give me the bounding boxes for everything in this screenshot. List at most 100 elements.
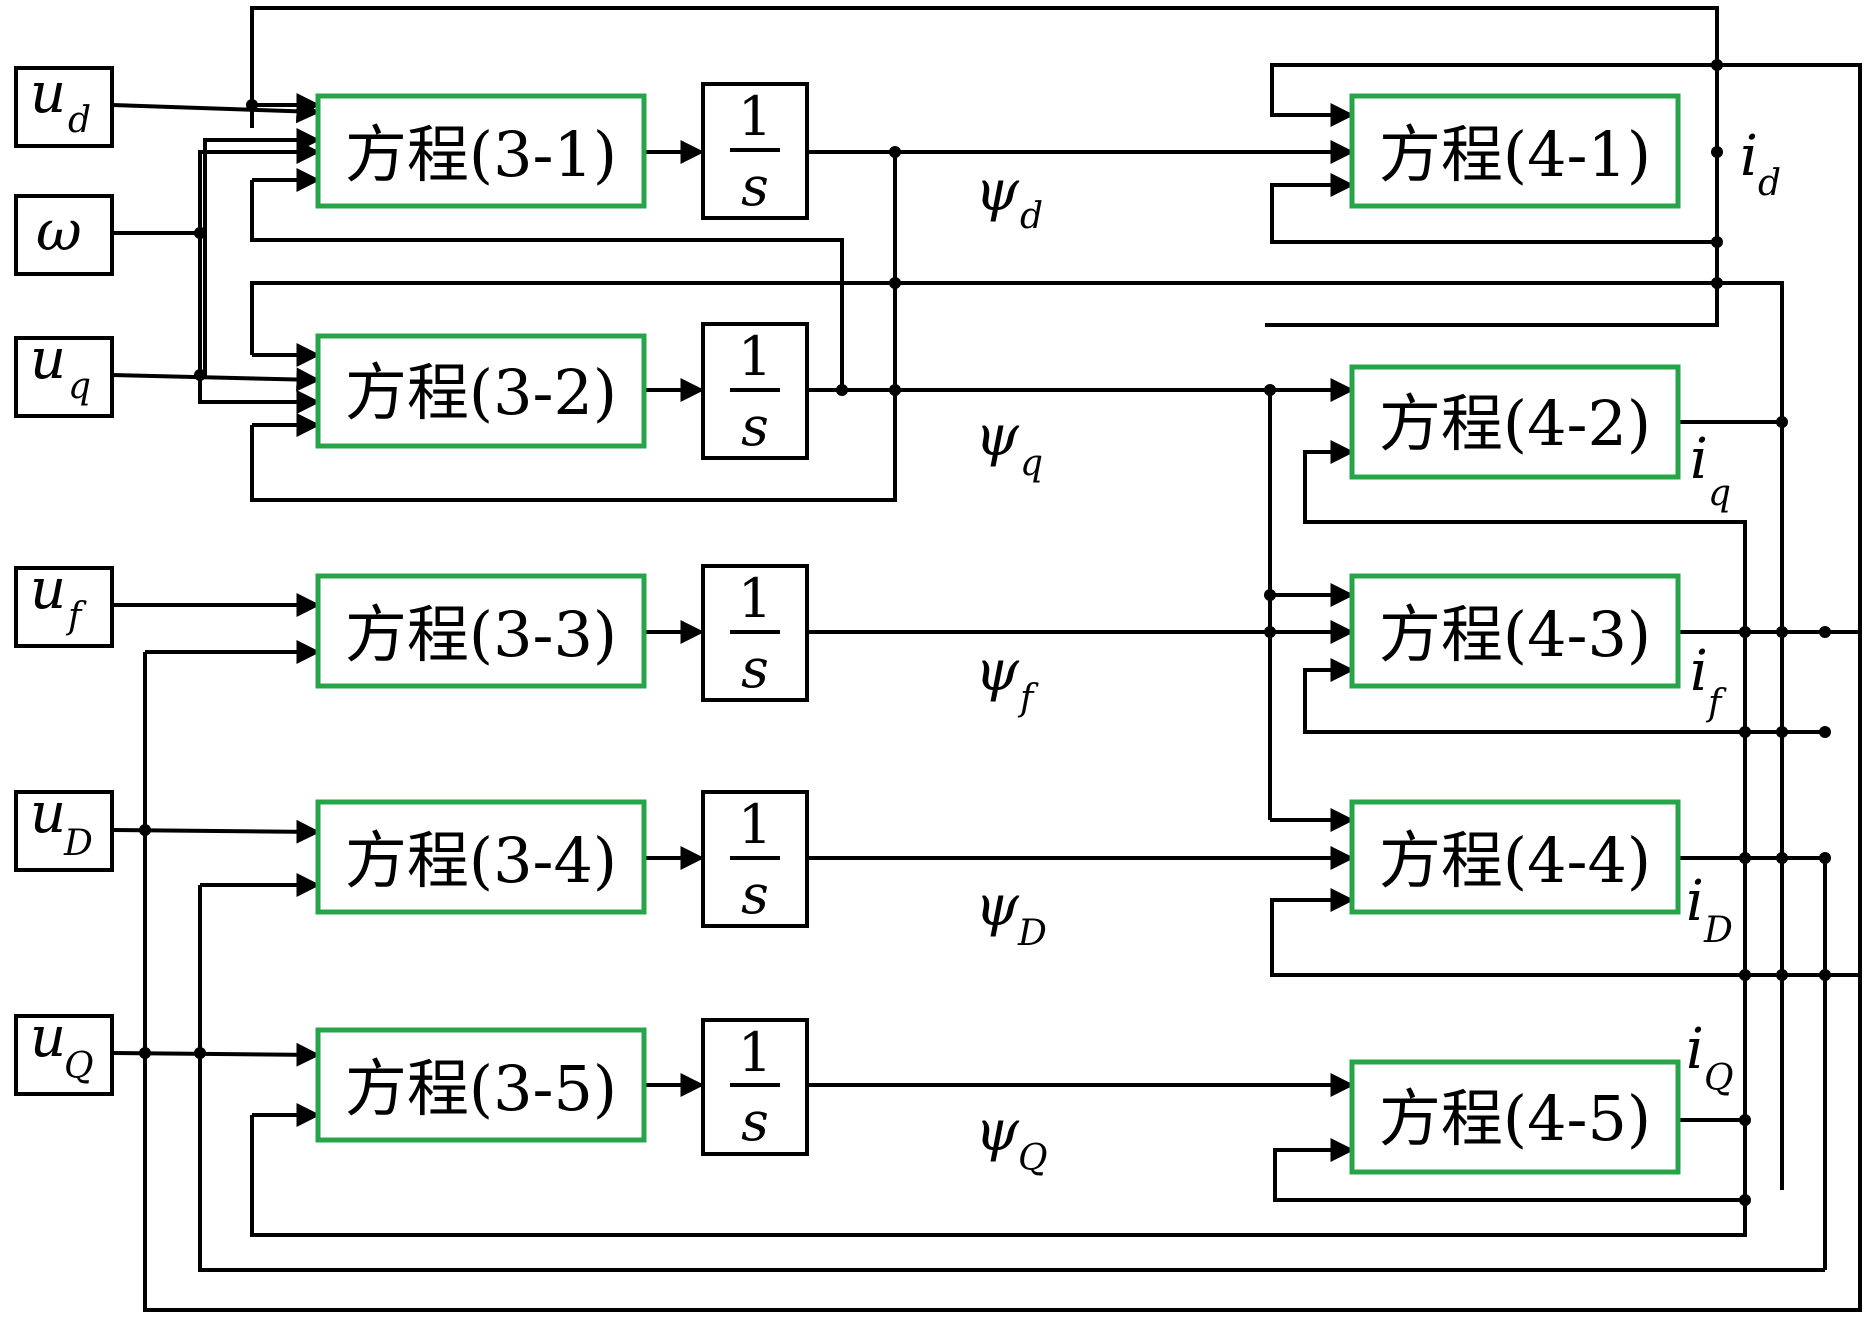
integrator-4-numerator: 1 [738,793,772,856]
input-ud-main: u [30,61,66,126]
input-boxes: u d ω u q u f u D u Q [14,61,114,1096]
eq-3-2-box [315,333,647,449]
eq-4-1-label: 方程(4-1) [1379,118,1651,191]
i-d-sub: d [1758,163,1781,204]
input-uQ-main: u [30,1005,66,1070]
junction-dot [139,1047,151,1059]
flux-equation-boxes: 方程(3-1) 方程(3-2) 方程(3-3) 方程(3-4) 方程(3-5) [315,93,647,1143]
input-uD-sub: D [63,823,93,864]
integrator-3-denominator: s [741,637,769,700]
wire-omega-to-eq31 [112,140,321,235]
junction-dot [1776,626,1788,638]
integrator-1-numerator: 1 [738,85,772,148]
i-D-main: i [1686,869,1704,934]
junction-dot [1264,384,1276,396]
input-uq-main: u [30,327,66,392]
i-q-main: i [1690,427,1708,492]
wire-eq41-right-bus [1717,63,1862,632]
junction-dot [1264,589,1276,601]
i-Q-main: i [1686,1017,1704,1082]
junction-dot [1819,852,1831,864]
junction-dot [1739,1114,1751,1126]
input-box-uQ: u Q [14,1005,114,1096]
psi-f-main: ψ [975,639,1020,704]
junction-dot [1776,852,1788,864]
eq-4-1-box [1349,93,1681,209]
input-box-uD: u D [14,781,114,872]
junction-dot [1776,416,1788,428]
junction-dot [1264,626,1276,638]
junction-dot [836,384,848,396]
integrator-3: 1 s [701,564,809,702]
eq-3-1-box [315,93,647,209]
input-uf-main: u [30,557,66,622]
input-box-omega: ω [14,194,114,276]
psi-f-sub: f [1017,678,1039,719]
wire-eq43-loop [1303,658,1825,734]
junction-dot [139,824,151,836]
junction-dot [889,384,901,396]
integrator-5-denominator: s [741,1090,769,1153]
current-equation-boxes: 方程(4-1) 方程(4-2) 方程(4-3) 方程(4-4) 方程(4-5) [1349,93,1681,1175]
wire-eq41-loop-bottom [1270,173,1717,244]
integrator-2-numerator: 1 [738,325,772,388]
eq-3-4-label: 方程(3-4) [345,824,617,897]
wire-eq41-loop-top [1270,63,1717,127]
junction-dot [1739,1194,1751,1206]
current-signal-labels: i d i q i f i D i Q [1686,124,1781,1099]
integrator-2: 1 s [701,322,809,460]
psi-D-sub: D [1017,913,1047,954]
psi-D-main: ψ [975,874,1020,939]
wire-id-down [1265,152,1719,327]
junction-dot [1776,726,1788,738]
psi-q-main: ψ [975,404,1020,469]
junction-dot [1819,626,1831,638]
input-box-ud: u d [14,61,114,148]
junction-dot [1739,852,1751,864]
junction-dot [1819,969,1831,981]
i-Q-sub: Q [1704,1058,1734,1099]
junction-dot [1711,277,1723,289]
eq-4-3-label: 方程(4-3) [1379,598,1651,671]
integrator-1-denominator: s [741,155,769,218]
wire-omega-to-eq32 [198,233,321,414]
wire-id-top-loop [250,6,1719,152]
junction-dot [1711,236,1723,248]
eq-3-5-label: 方程(3-5) [345,1052,617,1125]
wire-uq-to-eq32 [111,367,321,392]
integrator-1: 1 s [701,82,809,220]
wire-eq44-loop [1270,888,1860,977]
junction-dots [139,59,1831,1206]
wire-uq-to-eq31 [200,128,321,377]
eq-4-3-box [1349,573,1681,689]
junction-dot [1739,626,1751,638]
junction-dot [1776,969,1788,981]
junction-dot [194,227,206,239]
junction-dot [194,1047,206,1059]
i-q-sub: q [1708,473,1731,514]
wire-psid-feedback [250,152,897,502]
eq-3-3-box [315,573,647,689]
psi-d-main: ψ [975,159,1020,224]
psi-d-sub: d [1020,196,1043,237]
input-uQ-sub: Q [64,1046,94,1087]
integrator-2-denominator: s [741,395,769,458]
wire-ud-to-eq31 [111,99,321,124]
psi-q-sub: q [1020,443,1043,484]
i-d-main: i [1740,124,1758,189]
eq-3-2-label: 方程(3-2) [345,356,617,429]
input-box-uq: u q [14,327,114,418]
junction-dot [246,99,258,111]
junction-dot [1711,146,1723,158]
i-D-sub: D [1703,910,1733,951]
junction-dot [1739,969,1751,981]
junction-dot [1711,59,1723,71]
eq-4-2-label: 方程(4-2) [1379,387,1651,460]
input-omega-main: ω [36,199,82,264]
eq-4-5-label: 方程(4-5) [1379,1082,1651,1155]
integrator-4-denominator: s [741,863,769,926]
integrator-5-numerator: 1 [738,1021,772,1084]
input-ud-sub: d [68,100,91,141]
input-box-uf: u f [14,557,114,648]
junction-dot [889,277,901,289]
